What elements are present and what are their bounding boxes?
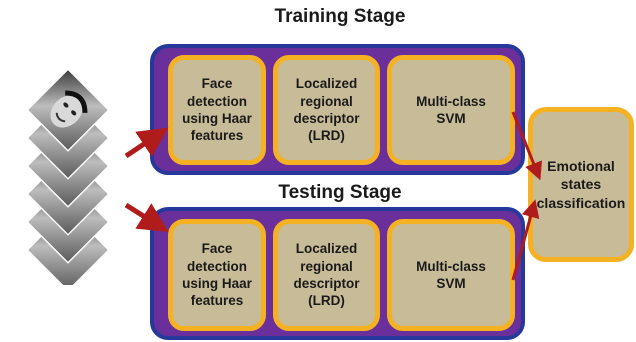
step-label: Face detection using Haar features (182, 76, 252, 144)
emotional-states-result-box: Emotional states classification (528, 107, 634, 262)
testing-lrd-step: Localized regional descriptor (LRD) (273, 219, 380, 331)
step-label: Localized regional descriptor (LRD) (293, 241, 360, 309)
face-image-stack-icon (26, 70, 110, 285)
training-face-detection-step: Face detection using Haar features (168, 55, 266, 165)
testing-face-detection-step: Face detection using Haar features (168, 219, 266, 331)
testing-stage-title: Testing Stage (278, 182, 402, 203)
training-lrd-step: Localized regional descriptor (LRD) (273, 55, 380, 165)
testing-svm-step: Multi-class SVM (387, 219, 515, 331)
step-label: Localized regional descriptor (LRD) (293, 76, 360, 144)
step-label: Multi-class SVM (416, 258, 486, 291)
step-label: Face detection using Haar features (182, 241, 252, 309)
training-stage-title: Training Stage (274, 6, 406, 27)
training-svm-step: Multi-class SVM (387, 55, 515, 165)
step-label: Multi-class SVM (416, 93, 486, 126)
result-label: Emotional states classification (536, 158, 626, 211)
